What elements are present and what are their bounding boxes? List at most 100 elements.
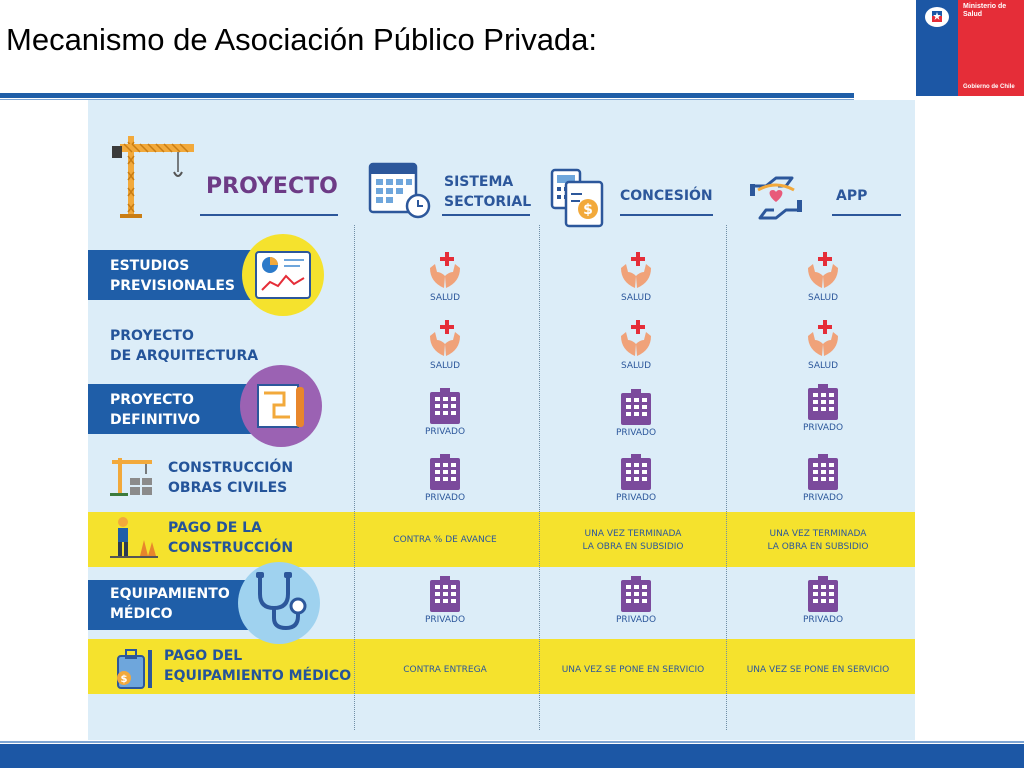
worker-cones-icon — [110, 517, 158, 558]
cell-privado: PRIVADO — [763, 454, 883, 503]
cell-caption: PRIVADO — [615, 428, 657, 438]
cell-caption: SALUD — [620, 361, 652, 371]
cell-payment-text: UNA VEZ SE PONE EN SERVICIO — [561, 665, 705, 675]
cell-payment-line: CONTRA % DE AVANCE — [393, 535, 497, 545]
logo-ministry-text: Ministerio de Salud — [963, 3, 1007, 18]
row-label-pago-construccion: PAGO DE LA CONSTRUCCIÓN — [168, 518, 293, 558]
cell-caption: PRIVADO — [424, 493, 466, 503]
header-underline — [832, 214, 901, 216]
svg-text:$: $ — [583, 202, 593, 218]
private-building-icon — [621, 454, 651, 490]
cell-salud: SALUD — [763, 318, 883, 371]
cell-privado: PRIVADO — [385, 454, 505, 503]
private-building-icon — [808, 454, 838, 490]
cell-payment-line: UNA VEZ TERMINADA — [769, 529, 867, 539]
column-divider — [539, 225, 540, 730]
row-label-line: PROYECTO — [110, 392, 194, 408]
health-hands-icon — [808, 252, 838, 288]
cell-caption: PRIVADO — [615, 493, 657, 503]
cell-privado: PRIVADO — [385, 388, 505, 437]
cell-caption: SALUD — [807, 361, 839, 371]
health-hands-icon — [621, 320, 651, 356]
row-label-line: EQUIPAMIENTO — [110, 586, 230, 602]
row-label-line: OBRAS CIVILES — [168, 480, 288, 496]
cell-caption: PRIVADO — [802, 493, 844, 503]
cell-payment-line: UNA VEZ TERMINADA — [584, 529, 682, 539]
cell-privado: PRIVADO — [763, 576, 883, 625]
column-header-app: APP — [836, 188, 868, 204]
row-label-arquitectura: PROYECTO DE ARQUITECTURA — [110, 326, 258, 366]
health-hands-icon — [430, 320, 460, 356]
stethoscope-icon — [256, 572, 307, 631]
building-crane-icon — [110, 458, 152, 496]
cell-caption: SALUD — [807, 293, 839, 303]
cell-payment-text: UNA VEZ TERMINADA LA OBRA EN SUBSIDIO — [543, 528, 723, 554]
row-label-line: CONSTRUCCIÓN — [168, 540, 294, 556]
calculator-document-icon: $ — [550, 168, 604, 228]
cell-privado: PRIVADO — [576, 389, 696, 438]
cell-payment-line: LA OBRA EN SUBSIDIO — [767, 542, 869, 552]
header-line: SISTEMA — [444, 174, 514, 190]
row-label-equipamiento: EQUIPAMIENTO MÉDICO — [110, 584, 230, 624]
cell-payment-text: UNA VEZ TERMINADA LA OBRA EN SUBSIDIO — [728, 528, 908, 554]
row-label-line: MÉDICO — [110, 606, 173, 622]
cell-payment-text: CONTRA % DE AVANCE — [355, 534, 535, 547]
cell-caption: PRIVADO — [615, 615, 657, 625]
cell-caption: PRIVADO — [424, 427, 466, 437]
cell-salud: SALUD — [385, 250, 505, 303]
row-label-line: PAGO DEL — [164, 648, 243, 664]
private-building-icon — [621, 576, 651, 612]
cell-caption: PRIVADO — [802, 423, 844, 433]
equipment-payment-band — [88, 639, 915, 694]
row-circle — [240, 365, 322, 447]
cell-salud: SALUD — [763, 250, 883, 303]
blueprint-icon — [257, 384, 304, 428]
column-divider — [726, 225, 727, 730]
ministry-logo: Ministerio de Salud Gobierno de Chile — [916, 0, 1024, 96]
row-label-estudios: ESTUDIOS PREVISIONALES — [110, 256, 235, 296]
row-label-line: PREVISIONALES — [110, 278, 235, 294]
infographic-panel: PROYECTO SISTEMA SECTORIAL $ CONCESIÓN — [88, 100, 915, 740]
cell-caption: SALUD — [429, 293, 461, 303]
header-line: SECTORIAL — [444, 194, 532, 210]
row-label-line: DE ARQUITECTURA — [110, 348, 259, 364]
footer-line — [0, 741, 1024, 743]
row-label-line: PROYECTO — [110, 328, 194, 344]
cell-salud: SALUD — [576, 318, 696, 371]
row-label-pago-equipamiento: PAGO DEL EQUIPAMIENTO MÉDICO — [164, 646, 351, 686]
cell-privado: PRIVADO — [763, 384, 883, 433]
header-underline — [442, 214, 530, 216]
column-header-concesion: CONCESIÓN — [620, 188, 713, 204]
cell-caption: PRIVADO — [802, 615, 844, 625]
logo-government-text: Gobierno de Chile — [963, 84, 1015, 90]
cell-caption: SALUD — [620, 293, 652, 303]
cell-payment-text: CONTRA ENTREGA — [403, 665, 487, 675]
logo-red-block — [958, 0, 1024, 96]
row-label-line: ESTUDIOS — [110, 258, 190, 274]
cell-privado: PRIVADO — [385, 576, 505, 625]
crane-icon — [112, 136, 194, 218]
cell-privado: PRIVADO — [576, 454, 696, 503]
row-circle — [238, 562, 320, 644]
health-hands-icon — [621, 252, 651, 288]
cell-salud: SALUD — [576, 250, 696, 303]
cell-salud: SALUD — [385, 318, 505, 371]
report-chart-icon — [255, 251, 311, 299]
private-building-icon — [808, 576, 838, 612]
handshake-heart-icon — [750, 176, 802, 220]
title-rule-thin — [0, 99, 854, 100]
header-underline — [200, 214, 338, 216]
medical-bag-payment-icon: $ — [117, 649, 152, 689]
row-label-line: DEFINITIVO — [110, 412, 201, 428]
private-building-icon — [621, 389, 651, 425]
private-building-icon — [430, 454, 460, 490]
cell-caption: PRIVADO — [424, 615, 466, 625]
row-label-definitivo: PROYECTO DEFINITIVO — [110, 390, 200, 430]
title-rule — [0, 93, 854, 98]
cell-payment-text: UNA VEZ SE PONE EN SERVICIO — [746, 665, 890, 675]
coat-of-arms-icon — [925, 7, 949, 27]
column-header-sistema-sectorial: SISTEMA SECTORIAL — [444, 172, 531, 212]
row-label-line: PAGO DE LA — [168, 520, 262, 536]
construction-payment-band — [88, 512, 915, 567]
row-circle — [242, 234, 324, 316]
